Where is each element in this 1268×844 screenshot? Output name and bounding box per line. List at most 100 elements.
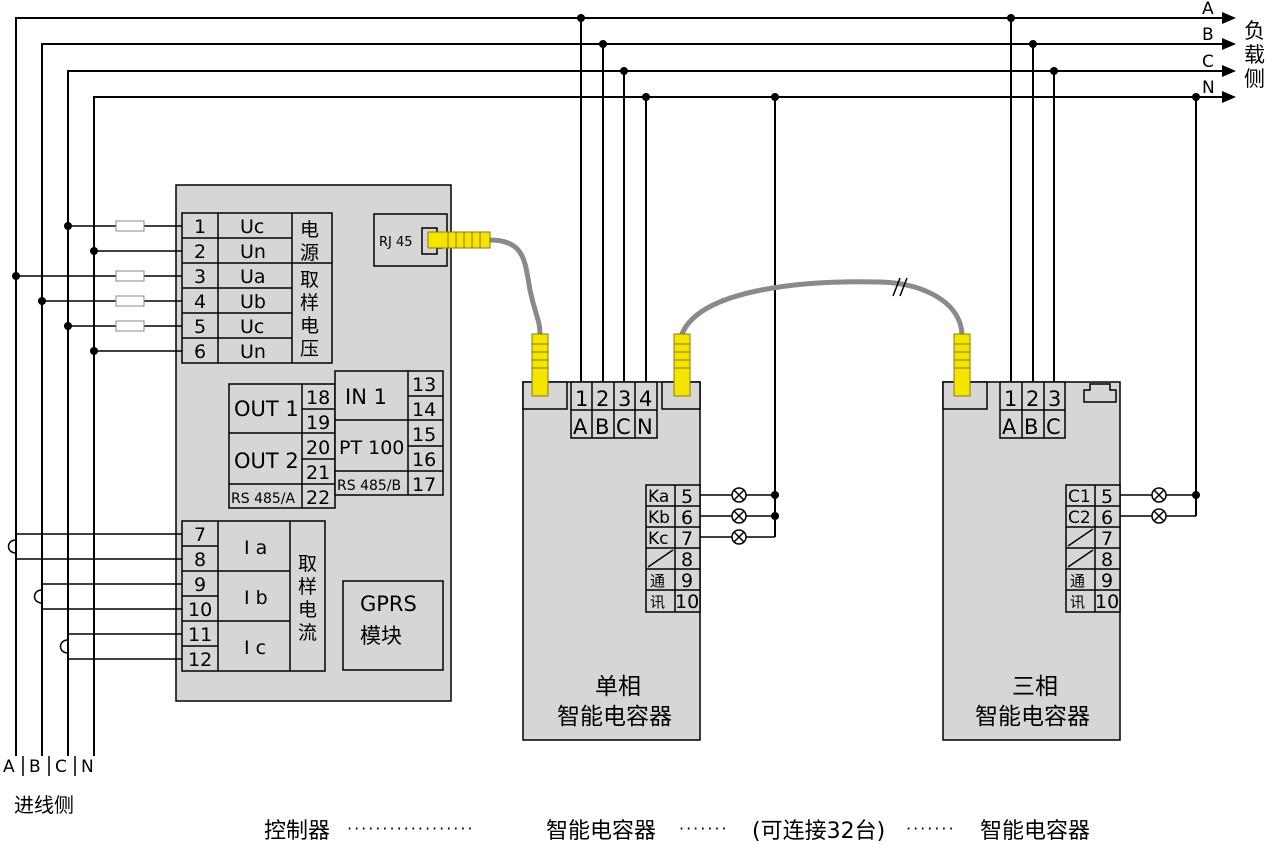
caption: 控制器 ·················· 智能电容器 ······· (可连… bbox=[264, 819, 1090, 844]
svg-text:7: 7 bbox=[681, 528, 693, 550]
svg-text:5: 5 bbox=[194, 316, 206, 338]
svg-text:20: 20 bbox=[306, 437, 330, 459]
svg-text:Uc: Uc bbox=[240, 316, 264, 338]
single-phase-lamp-wiring bbox=[700, 93, 779, 545]
single-phase-name-1: 单相 bbox=[595, 674, 641, 700]
comm-cable-single-to-three bbox=[673, 277, 971, 397]
svg-text:7: 7 bbox=[194, 524, 206, 546]
svg-text:1: 1 bbox=[194, 216, 206, 238]
svg-text:载: 载 bbox=[1244, 43, 1265, 67]
svg-text:讯: 讯 bbox=[650, 593, 665, 611]
incoming-side-label: 进线侧 bbox=[14, 793, 74, 817]
single-phase-name-2: 智能电容器 bbox=[557, 704, 672, 730]
svg-text:7: 7 bbox=[1101, 528, 1113, 550]
svg-text:C1: C1 bbox=[1068, 487, 1091, 507]
caption-capacitor-1: 智能电容器 bbox=[546, 819, 656, 844]
svg-text:RS 485/B: RS 485/B bbox=[337, 478, 401, 494]
bus-label-a: A bbox=[1202, 0, 1214, 19]
voltage-terminal-block: 1 2 3 4 5 6 Uc Un Ua Ub Uc Un 电 源 取 样 电 … bbox=[181, 212, 333, 364]
svg-text:A: A bbox=[1002, 415, 1017, 439]
svg-text:B: B bbox=[29, 757, 41, 777]
svg-text:电: 电 bbox=[298, 599, 317, 621]
bus-label-n: N bbox=[1202, 78, 1215, 98]
svg-text:6: 6 bbox=[681, 507, 693, 529]
comm-cable-controller-to-single bbox=[427, 231, 549, 397]
svg-text:电: 电 bbox=[300, 219, 319, 241]
gprs-module bbox=[342, 580, 444, 671]
svg-text:压: 压 bbox=[300, 338, 319, 360]
svg-text:I b: I b bbox=[244, 587, 268, 609]
caption-note: (可连接32台) bbox=[752, 819, 885, 844]
single-phase-top-terminals: 1 2 3 4 A B C N bbox=[570, 381, 658, 439]
rj45-label: RJ 45 bbox=[379, 235, 413, 250]
svg-text:2: 2 bbox=[194, 241, 206, 263]
bus-labels-right: A B C N bbox=[1202, 0, 1215, 98]
svg-text:10: 10 bbox=[188, 599, 212, 621]
current-transformer-wiring bbox=[7, 533, 182, 660]
svg-text:6: 6 bbox=[194, 341, 206, 363]
svg-text:15: 15 bbox=[412, 424, 436, 446]
svg-text:C: C bbox=[1046, 415, 1061, 439]
svg-text:取: 取 bbox=[300, 269, 319, 291]
three-phase-side-terminals: C1 C2 通 讯 5 6 7 8 9 10 bbox=[1065, 484, 1121, 613]
svg-text:2: 2 bbox=[596, 387, 609, 411]
svg-text:·······: ······· bbox=[906, 819, 956, 838]
single-phase-side-terminals: Ka Kb Kc 通 讯 5 6 7 8 9 10 bbox=[645, 484, 701, 613]
svg-text:A: A bbox=[3, 757, 15, 777]
svg-text:14: 14 bbox=[412, 399, 436, 421]
svg-text:4: 4 bbox=[639, 387, 652, 411]
three-phase-rj45-right bbox=[1083, 383, 1117, 403]
svg-text:样: 样 bbox=[300, 292, 319, 314]
svg-text:样: 样 bbox=[298, 576, 317, 598]
bus-label-c: C bbox=[1202, 52, 1214, 72]
svg-text:B: B bbox=[595, 415, 609, 439]
svg-text:Ua: Ua bbox=[240, 266, 266, 288]
three-phase-bus-taps bbox=[1007, 14, 1058, 382]
svg-text:3: 3 bbox=[618, 387, 631, 411]
current-terminal-block: 7 8 9 10 11 12 I a I b I c 取 样 电 流 bbox=[181, 520, 326, 672]
svg-text:1: 1 bbox=[1004, 387, 1017, 411]
svg-text:5: 5 bbox=[1101, 486, 1113, 508]
svg-text:讯: 讯 bbox=[1070, 593, 1085, 611]
load-side-label: 负 载 侧 bbox=[1244, 19, 1265, 91]
svg-text:PT 100: PT 100 bbox=[339, 437, 404, 459]
svg-text:1: 1 bbox=[575, 387, 588, 411]
svg-text:I c: I c bbox=[244, 637, 266, 659]
svg-text:21: 21 bbox=[306, 462, 330, 484]
svg-text:5: 5 bbox=[681, 486, 693, 508]
svg-text:8: 8 bbox=[681, 549, 693, 571]
svg-text:电: 电 bbox=[300, 315, 319, 337]
svg-text:18: 18 bbox=[306, 387, 330, 409]
bus-label-b: B bbox=[1202, 25, 1214, 45]
svg-text:IN 1: IN 1 bbox=[345, 385, 387, 409]
gprs-module-label: 模块 bbox=[360, 624, 402, 648]
svg-text:C: C bbox=[616, 415, 631, 439]
svg-text:9: 9 bbox=[194, 574, 206, 596]
svg-text:16: 16 bbox=[412, 449, 436, 471]
svg-text:I a: I a bbox=[244, 537, 267, 559]
svg-text:N: N bbox=[637, 415, 653, 439]
svg-text:OUT 1: OUT 1 bbox=[234, 397, 299, 421]
svg-text:Uc: Uc bbox=[240, 216, 264, 238]
io-terminal-block: OUT 1 OUT 2 RS 485/A 18 19 20 21 22 IN 1… bbox=[228, 370, 444, 509]
svg-text:流: 流 bbox=[298, 622, 317, 644]
svg-text:取: 取 bbox=[298, 553, 317, 575]
svg-text:··················: ·················· bbox=[347, 819, 475, 838]
svg-text:通: 通 bbox=[650, 572, 665, 590]
svg-text:10: 10 bbox=[1095, 591, 1119, 613]
svg-text:源: 源 bbox=[300, 242, 319, 264]
svg-text:Un: Un bbox=[240, 341, 266, 363]
svg-text:Ka: Ka bbox=[648, 487, 669, 507]
svg-text:6: 6 bbox=[1101, 507, 1113, 529]
svg-text:9: 9 bbox=[681, 570, 693, 592]
svg-text:B: B bbox=[1024, 415, 1038, 439]
gprs-label: GPRS bbox=[360, 592, 417, 616]
svg-text:Ub: Ub bbox=[240, 291, 266, 313]
svg-text:3: 3 bbox=[1048, 387, 1061, 411]
svg-text:C2: C2 bbox=[1068, 508, 1091, 528]
three-phase-name-1: 三相 bbox=[1012, 674, 1058, 700]
svg-text:侧: 侧 bbox=[1244, 67, 1265, 91]
svg-text:负: 负 bbox=[1244, 19, 1265, 43]
svg-text:10: 10 bbox=[675, 591, 699, 613]
